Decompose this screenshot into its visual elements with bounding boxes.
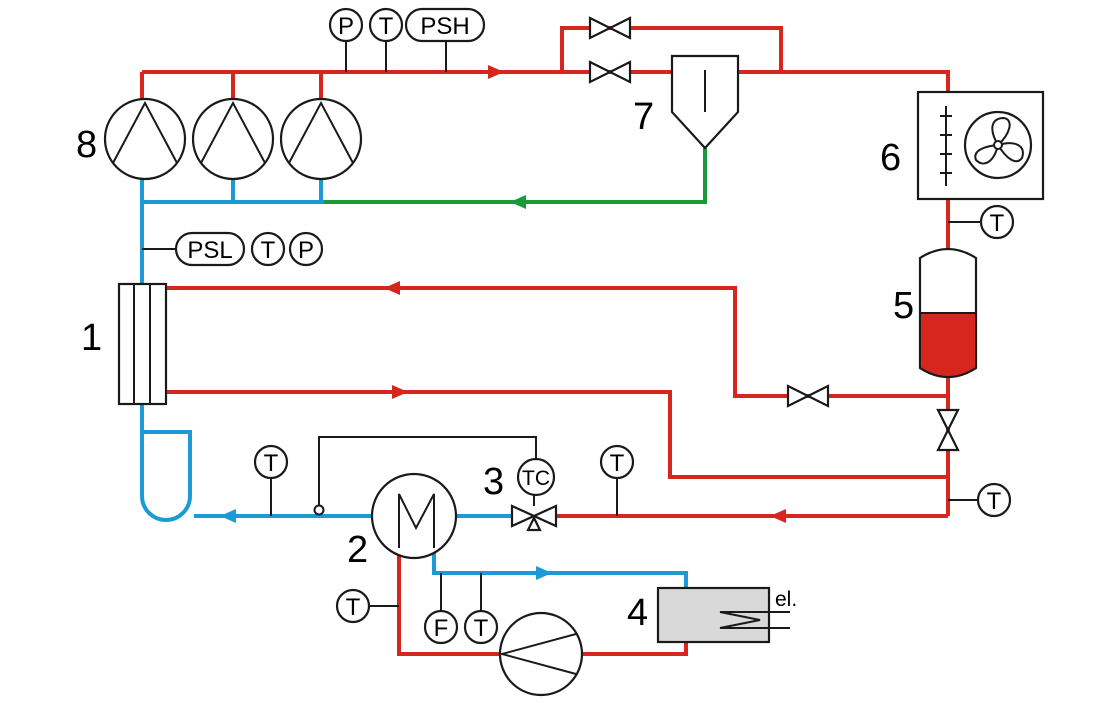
pressure-sensor-icon xyxy=(328,7,364,43)
glycol-pump xyxy=(498,611,584,697)
glycol-return-t-icon xyxy=(335,588,371,624)
glycol-pump-outlet-pipe xyxy=(582,642,688,656)
valve-in-t-label: T xyxy=(610,450,625,477)
liquid-line-arrow xyxy=(392,385,408,399)
label-4: 4 xyxy=(627,592,648,634)
suction-sensors: PSL T P xyxy=(174,231,324,267)
liquid-line-upper xyxy=(166,390,948,479)
evap-out-t-label: T xyxy=(264,450,279,477)
gascooler-out-t-label: T xyxy=(990,210,1005,237)
compressor-3 xyxy=(279,97,363,181)
bypass-pipe xyxy=(560,26,783,72)
label-7: 7 xyxy=(633,96,654,138)
flash-gas-arrow xyxy=(384,281,400,295)
liquid-t-label: T xyxy=(987,488,1002,515)
heater-label: el. xyxy=(775,588,797,611)
suction-p-icon xyxy=(288,231,324,267)
label-8: 8 xyxy=(76,124,97,166)
suction-t-label: T xyxy=(261,237,276,264)
receiver-liquid xyxy=(919,312,977,378)
tc-label: TC xyxy=(522,467,550,490)
receiver xyxy=(918,247,978,379)
flow-arrows xyxy=(220,65,786,580)
hx-lower-outlet xyxy=(140,404,192,522)
compressor-2 xyxy=(191,97,275,181)
temperature-sensor-icon xyxy=(368,7,404,43)
discharge-header-pipe xyxy=(142,70,950,98)
discharge-arrow xyxy=(488,65,504,79)
psh-switch-icon xyxy=(404,7,486,43)
component-number-labels: 8 7 6 5 4 3 2 1 xyxy=(76,96,914,634)
oil-separator xyxy=(670,54,740,150)
glycol-supply-pipe xyxy=(432,548,688,588)
glycol-supply-t-label: T xyxy=(474,615,489,642)
label-5: 5 xyxy=(893,285,914,327)
compressor-rack xyxy=(103,97,363,181)
label-6: 6 xyxy=(880,137,901,179)
valve-inlet-arrow xyxy=(770,509,786,523)
valve-inlet-t-icon xyxy=(599,444,635,480)
top-psh-label: PSH xyxy=(420,13,469,40)
internal-heat-exchanger xyxy=(117,282,168,406)
high-pressure-pipes xyxy=(140,26,950,656)
flash-gas-line xyxy=(166,286,948,398)
heater-tank xyxy=(656,586,790,644)
suction-p-label: P xyxy=(298,237,314,264)
flow-f-label: F xyxy=(434,615,449,642)
flow-meter-icon xyxy=(423,609,459,645)
glycol-return-t-label: T xyxy=(346,594,361,621)
gas-cooler xyxy=(916,90,1045,201)
valves xyxy=(510,16,960,532)
bypass-valve-icon xyxy=(588,16,632,40)
expansion-valve-icon xyxy=(510,504,558,532)
oil-return-arrow xyxy=(510,195,526,209)
glycol-supply-arrow xyxy=(536,566,552,580)
evaporator-outlet-arrow xyxy=(220,509,236,523)
psl-switch-icon xyxy=(174,231,246,267)
label-1: 1 xyxy=(81,317,102,359)
discharge-sensors: P T PSH xyxy=(328,7,486,43)
oil-return-pipe xyxy=(324,148,707,204)
compressor-1 xyxy=(103,97,187,181)
low-pressure-pipes xyxy=(140,178,688,588)
separator-inlet-valve-icon xyxy=(588,60,632,84)
gascooler-outlet-t-icon xyxy=(979,204,1015,240)
label-2: 2 xyxy=(347,529,368,571)
label-3: 3 xyxy=(483,461,504,503)
evaporator xyxy=(370,472,458,560)
suction-psl-label: PSL xyxy=(187,237,232,264)
top-t-label: T xyxy=(379,13,394,40)
tc-sensing-line xyxy=(318,436,537,508)
suction-t-icon xyxy=(250,231,286,267)
signal-lines xyxy=(142,42,980,612)
liquid-line-t-icon xyxy=(976,482,1012,518)
fan-blades xyxy=(974,116,1024,165)
evap-outlet-t-icon xyxy=(253,444,289,480)
receiver-outlet-valve-icon xyxy=(936,408,960,452)
sensing-bulb xyxy=(313,504,325,516)
tc-controller-icon xyxy=(516,457,556,497)
flash-gas-valve-icon xyxy=(786,384,830,408)
top-p-label: P xyxy=(338,13,354,40)
glycol-supply-t-icon xyxy=(463,609,499,645)
heating-element-icon xyxy=(719,611,790,629)
glycol-return-pipe xyxy=(397,548,500,656)
